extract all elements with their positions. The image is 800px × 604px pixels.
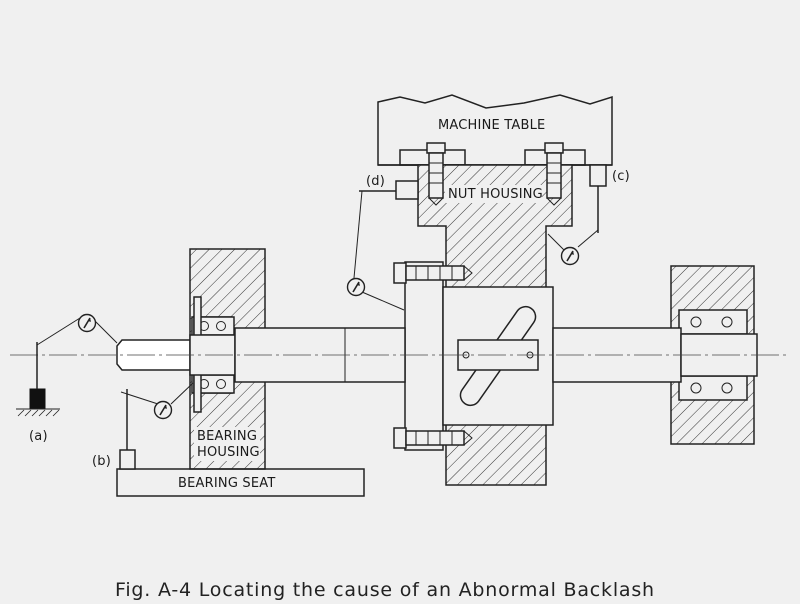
bearing-seat-label-bg <box>175 474 279 492</box>
gauge-b-label: (b) <box>92 454 111 469</box>
machine-table-label: MACHINE TABLE <box>438 118 545 133</box>
dial-gauge-b <box>119 382 194 470</box>
table-bolt-right <box>544 142 564 206</box>
bearing-housing-label-line2: HOUSING <box>197 445 260 460</box>
nut-housing-label: NUT HOUSING <box>448 187 543 202</box>
gauge-d-label: (d) <box>366 174 385 189</box>
dial-indicator-icon <box>77 313 97 333</box>
dial-gauge-c <box>547 164 607 266</box>
flange-bolt-bottom <box>393 427 473 449</box>
nut-housing <box>393 142 573 486</box>
dial-gauge-a <box>16 313 118 417</box>
flange-bolt-top <box>393 262 473 284</box>
gauge-a-label: (a) <box>29 429 48 444</box>
bearing-seat-label: BEARING SEAT <box>178 476 276 491</box>
bearing-seat <box>116 468 365 497</box>
gauge-c-label: (c) <box>612 169 630 184</box>
nut-housing-label-bg <box>445 185 542 203</box>
dial-gauge-d <box>346 180 419 311</box>
bearing-housing-label-line1: BEARING <box>197 429 257 444</box>
dial-indicator-icon <box>346 277 366 297</box>
dial-indicator-icon <box>560 246 580 266</box>
bearing-housing-label-bg <box>194 427 260 461</box>
figure-caption: Fig. A-4 Locating the cause of an Abnorm… <box>115 579 655 600</box>
table-bolt-left <box>426 142 446 206</box>
dial-indicator-icon <box>153 400 173 420</box>
